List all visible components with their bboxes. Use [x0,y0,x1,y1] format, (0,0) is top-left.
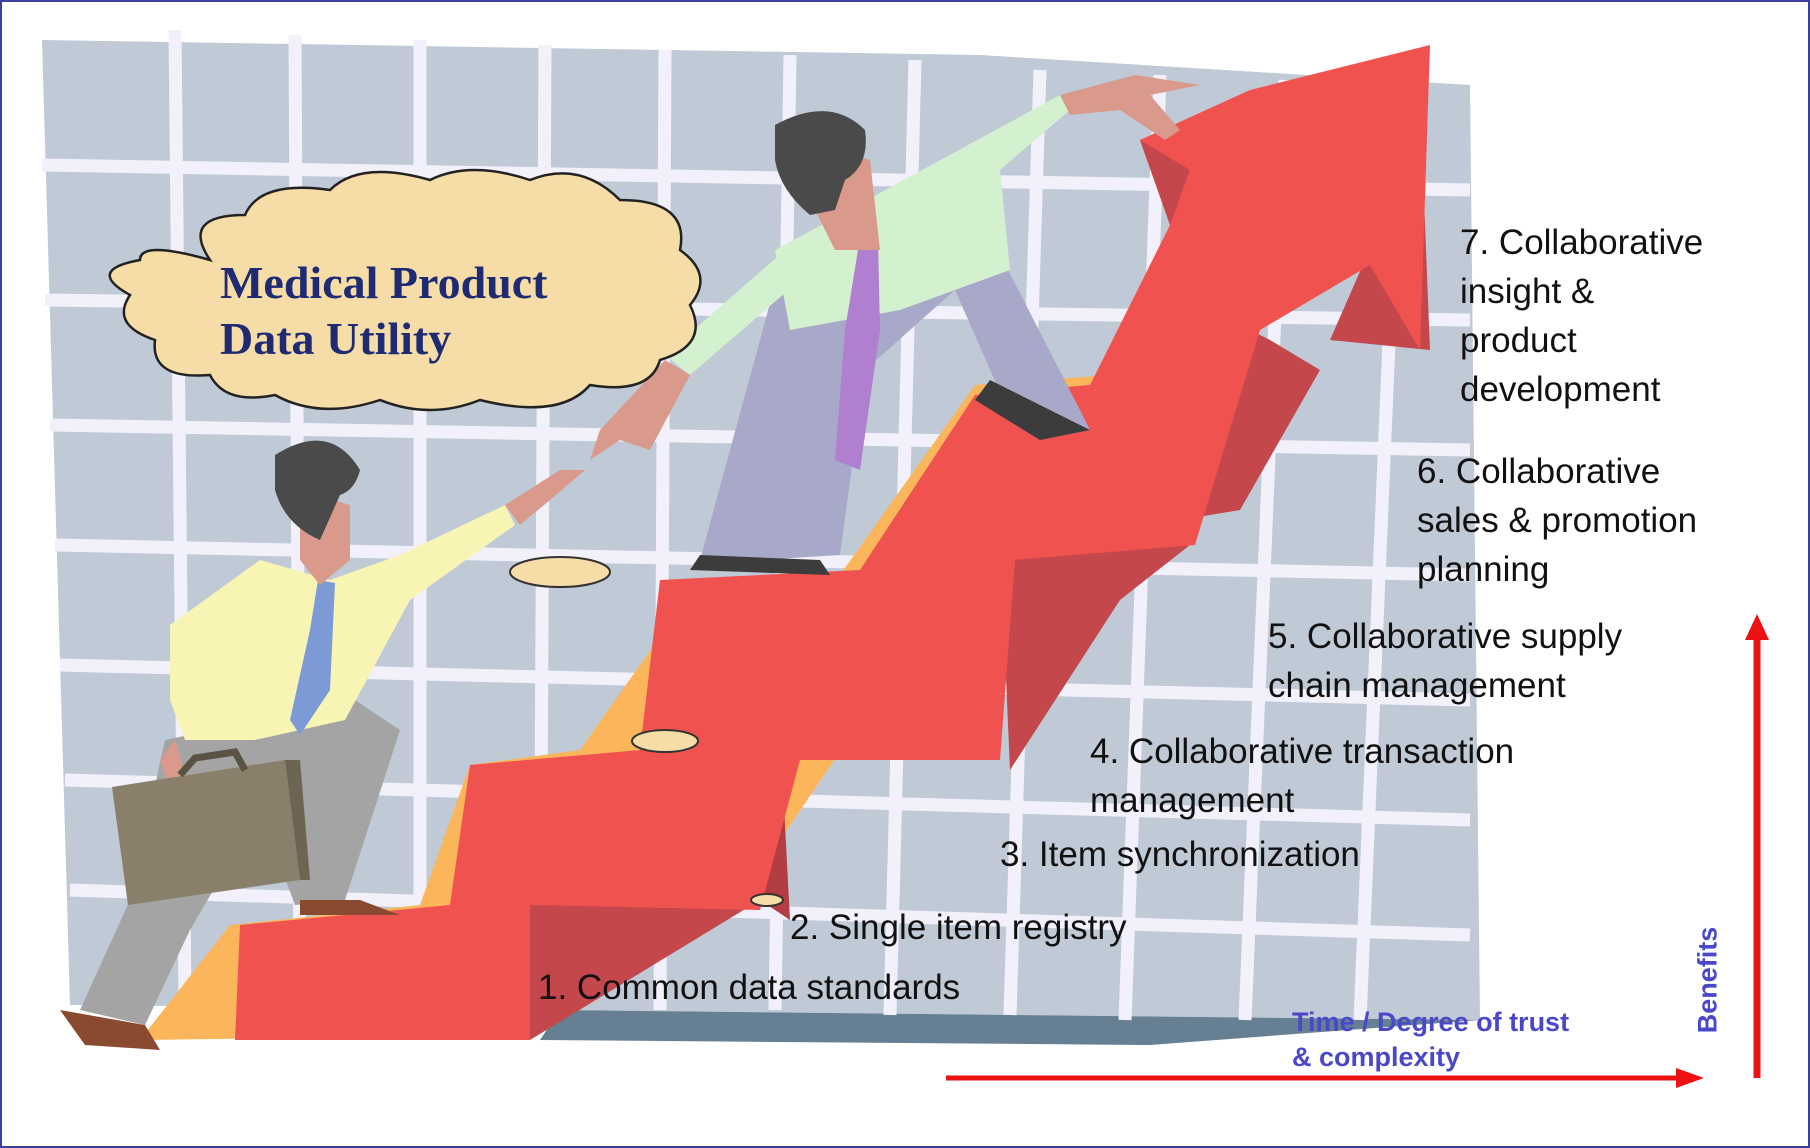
step-label-2: 2. Single item registry [790,903,1127,952]
step-label-5-line-2: chain management [1268,666,1566,705]
y-axis-label: Benefits [1692,926,1723,1034]
x-axis-label: Time / Degree of trust & complexity [1292,1005,1569,1075]
briefcase-icon [112,748,310,905]
step-label-7: 7. Collaborative insight & product devel… [1460,218,1703,414]
step-label-3: 3. Item synchronization [1000,830,1360,879]
step-label-5-line-1: 5. Collaborative supply [1268,617,1623,656]
step-label-4-line-2: management [1090,781,1295,820]
rising-arrow-icon [140,45,1430,1040]
step-label-5: 5. Collaborative supply chain management [1268,612,1622,710]
step-label-7-line-1: 7. Collaborative [1460,223,1704,262]
businessman-helping-icon [590,75,1200,575]
step-label-1: 1. Common data standards [538,963,960,1012]
step-label-3-line-1: 3. Item synchronization [1000,835,1360,874]
thought-bubble-icon [108,168,702,412]
bubble-title-line-1: Medical Product [220,257,548,308]
step-label-6: 6. Collaborative sales & promotion plann… [1417,447,1697,594]
x-axis-arrow-icon [946,1068,1704,1088]
bubble-title-line-2: Data Utility [220,313,452,365]
step-label-6-line-2: sales & promotion [1417,501,1698,540]
step-label-2-line-1: 2. Single item registry [790,908,1127,947]
x-axis-label-line-1: Time / Degree of trust [1292,1007,1570,1037]
y-axis-arrow-icon [1745,614,1769,1078]
step-label-4-line-1: 4. Collaborative transaction [1090,732,1515,771]
x-axis-label-line-2: & complexity [1292,1042,1461,1073]
step-label-7-line-3: product [1460,321,1577,360]
step-label-7-line-4: development [1460,370,1661,409]
bubble-title: Medical Product Data Utility [220,255,547,367]
step-label-6-line-3: planning [1417,550,1550,589]
stepping-stone-icon [509,556,784,907]
step-label-6-line-1: 6. Collaborative [1417,452,1661,491]
step-label-7-line-2: insight & [1460,272,1595,311]
step-label-1-line-1: 1. Common data standards [538,968,961,1007]
step-label-4: 4. Collaborative transaction management [1090,727,1514,825]
